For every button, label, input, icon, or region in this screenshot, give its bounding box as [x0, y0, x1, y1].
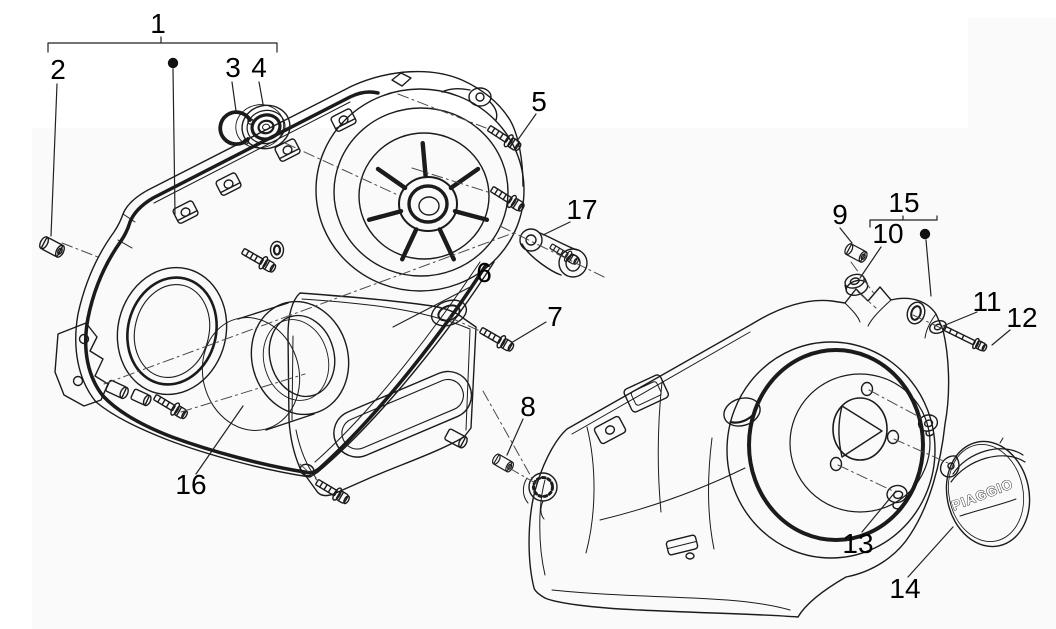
horn-hole [906, 301, 926, 325]
callout-2[interactable]: 2 [50, 54, 66, 85]
group-bracket-15 [869, 215, 938, 228]
callout-11[interactable]: 11 [972, 286, 1002, 317]
clutch-boss [726, 341, 936, 559]
stud-9 [844, 243, 868, 263]
gasket-seal-lower [101, 263, 488, 475]
callout-15[interactable]: 15 [888, 187, 920, 218]
spacer-sleeve [201, 300, 350, 431]
callout-17[interactable]: 17 [566, 194, 598, 225]
callout-10[interactable]: 10 [872, 218, 904, 249]
mount-bracket [54, 322, 152, 407]
vent-hole [723, 397, 761, 427]
kickstart-boss [522, 472, 558, 520]
callout-14[interactable]: 14 [889, 573, 921, 604]
cover-opening [116, 266, 228, 396]
cover-lug-left [593, 415, 627, 445]
callout-7[interactable]: 7 [547, 301, 563, 332]
callout-16[interactable]: 16 [175, 469, 207, 500]
bushing-8 [492, 453, 514, 473]
assembly-axis-lines [61, 93, 949, 492]
callout-8[interactable]: 8 [520, 391, 536, 422]
callout-leaders [47, 36, 1011, 578]
bolt-12 [942, 325, 988, 352]
fan-shroud [315, 72, 525, 292]
fasteners-13 [886, 414, 960, 510]
shroud-mount-ear [391, 72, 498, 121]
callout-12[interactable]: 12 [1006, 302, 1038, 333]
crankcase-cover [54, 70, 524, 478]
top-tab [623, 374, 670, 413]
callout-6[interactable]: 6 [476, 257, 492, 288]
washer-11 [929, 319, 947, 335]
stud-2 [39, 236, 65, 258]
group-bullets [167, 57, 931, 240]
duct-tube [430, 299, 468, 327]
group-bracket-1 [47, 36, 278, 53]
callout-4[interactable]: 4 [251, 52, 267, 83]
air-duct-cover [287, 292, 477, 497]
transmission-cover [522, 286, 950, 618]
callout-9[interactable]: 9 [832, 199, 848, 230]
callout-5[interactable]: 5 [531, 86, 547, 117]
cover-lugs [172, 108, 357, 224]
duct-recess [333, 370, 473, 458]
bottom-tab [665, 534, 699, 556]
bullet-marker-1 [167, 57, 179, 69]
callout-3[interactable]: 3 [225, 52, 241, 83]
bullet-marker-15 [919, 228, 931, 240]
callout-13[interactable]: 13 [842, 528, 874, 559]
fan-spokes [366, 140, 490, 262]
bearing [235, 104, 291, 150]
callout-1[interactable]: 1 [150, 8, 166, 39]
